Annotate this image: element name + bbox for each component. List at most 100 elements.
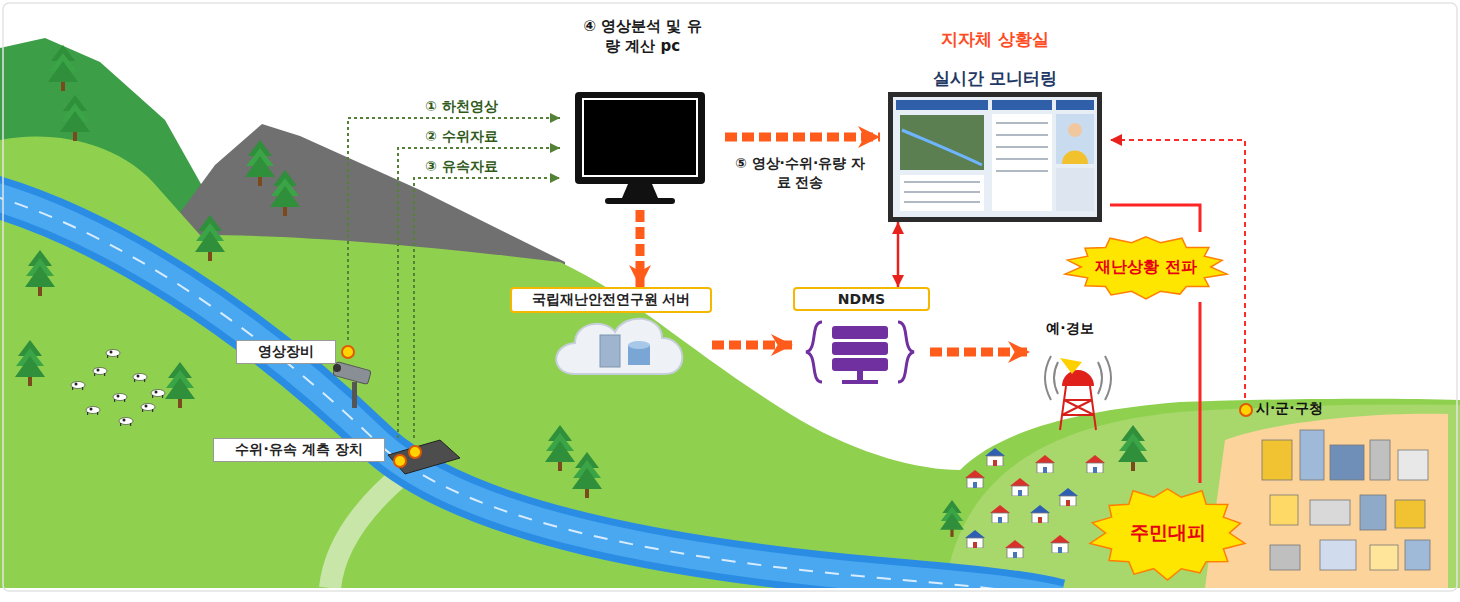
node-label: 실시간 모니터링 xyxy=(933,67,1058,90)
house xyxy=(1085,455,1105,473)
building xyxy=(1320,540,1356,570)
bracket xyxy=(806,322,822,382)
table-panel xyxy=(900,175,984,211)
tree xyxy=(15,340,45,386)
edge-label-box: ② 수위자료 xyxy=(425,128,535,146)
house xyxy=(990,505,1010,523)
flow-connector xyxy=(1110,205,1200,232)
node-label: 주민대피 xyxy=(1130,520,1206,546)
city-hall-label: 시·군·구청 xyxy=(1236,398,1344,422)
building xyxy=(1405,540,1430,570)
house xyxy=(1010,478,1030,496)
monitor-stand xyxy=(622,184,658,198)
camera-pole xyxy=(352,382,357,408)
house xyxy=(1030,505,1050,523)
ndms-server-icon xyxy=(806,322,914,384)
siren-tower xyxy=(1045,356,1111,430)
cow xyxy=(93,368,107,377)
node-label: 예·경보 xyxy=(1046,320,1093,338)
sensor-dot xyxy=(409,446,421,458)
panel-header xyxy=(896,100,988,110)
building xyxy=(1370,545,1398,570)
list-line xyxy=(996,134,1048,136)
cow xyxy=(141,404,155,413)
edge-label-box: ⑤ 영상·수위·유량 자료 전송 xyxy=(730,154,870,192)
node-label: 수위·유속 계측 장치 xyxy=(213,438,385,462)
cow xyxy=(86,407,100,416)
tree xyxy=(940,500,964,537)
tree xyxy=(25,250,55,296)
flow-connector xyxy=(930,348,1030,357)
flow-connector xyxy=(897,222,900,287)
tree xyxy=(195,215,225,261)
tree xyxy=(270,170,300,216)
server-unit xyxy=(832,342,888,355)
panel-header xyxy=(1056,100,1094,110)
building xyxy=(1360,495,1386,530)
sound-wave xyxy=(1098,362,1102,394)
node-label: ④ 영상분석 및 유량 계산 pc xyxy=(580,16,705,57)
house xyxy=(1035,455,1055,473)
river-flow-line xyxy=(0,195,1060,600)
house-group xyxy=(965,448,1105,558)
evacuation-burst: 주민대피 xyxy=(1085,483,1250,583)
burst-star xyxy=(1065,237,1227,299)
table-line xyxy=(904,191,980,193)
tree-group xyxy=(15,45,1148,537)
cow xyxy=(71,382,85,391)
screen-frame xyxy=(888,92,1102,222)
camera-body xyxy=(333,362,371,385)
gauge-label: 수위·유속 계측 장치 xyxy=(213,438,420,464)
frame xyxy=(3,3,1457,591)
alert-burst: 재난상황 전파 xyxy=(1060,232,1232,302)
river xyxy=(0,195,1060,600)
tree xyxy=(1118,425,1148,471)
bottom-margin xyxy=(0,588,1460,602)
monitor-base xyxy=(605,198,675,204)
city-area xyxy=(1205,414,1448,588)
list-panel xyxy=(992,114,1052,211)
tree xyxy=(165,362,195,408)
cctv-camera xyxy=(333,362,371,408)
list-line xyxy=(996,158,1048,160)
tree xyxy=(545,425,575,471)
camera-lens xyxy=(333,364,341,372)
ndms-box: NDMS xyxy=(793,287,930,387)
sensor-dot xyxy=(394,455,406,467)
info-panel xyxy=(1056,168,1094,211)
building xyxy=(1270,545,1300,570)
cow xyxy=(119,418,133,427)
node-label: 재난상황 전파 xyxy=(1095,257,1197,278)
bracket xyxy=(898,322,914,382)
building xyxy=(1262,440,1292,480)
server-stand xyxy=(857,371,863,380)
node-label: 영상장비 xyxy=(236,340,336,364)
building xyxy=(1398,450,1428,480)
person-head xyxy=(1068,123,1082,137)
river-surface xyxy=(0,195,1060,600)
cloud xyxy=(556,319,682,374)
flow-connector xyxy=(636,210,645,287)
map-river xyxy=(902,130,982,165)
warning-siren: 예·경보 xyxy=(1030,318,1110,432)
green-ground xyxy=(0,137,1460,588)
side-road xyxy=(330,468,410,588)
flow-connector xyxy=(1199,302,1202,483)
edge-label-box: ① 하천영상 xyxy=(425,98,535,116)
server-tower xyxy=(600,335,620,367)
house xyxy=(985,448,1005,466)
cow xyxy=(113,394,127,403)
pc-monitor xyxy=(575,92,705,204)
burst-star xyxy=(1090,489,1245,580)
table-line xyxy=(904,201,980,203)
tree xyxy=(60,95,90,141)
node-label: 국립재난안전연구원 서버 xyxy=(510,287,712,313)
tree xyxy=(48,45,78,91)
house xyxy=(1005,540,1025,558)
edge-label: ③ 유속자료 xyxy=(425,158,535,176)
node-label: 시·군·구청 xyxy=(1236,398,1323,418)
tree xyxy=(245,140,275,186)
